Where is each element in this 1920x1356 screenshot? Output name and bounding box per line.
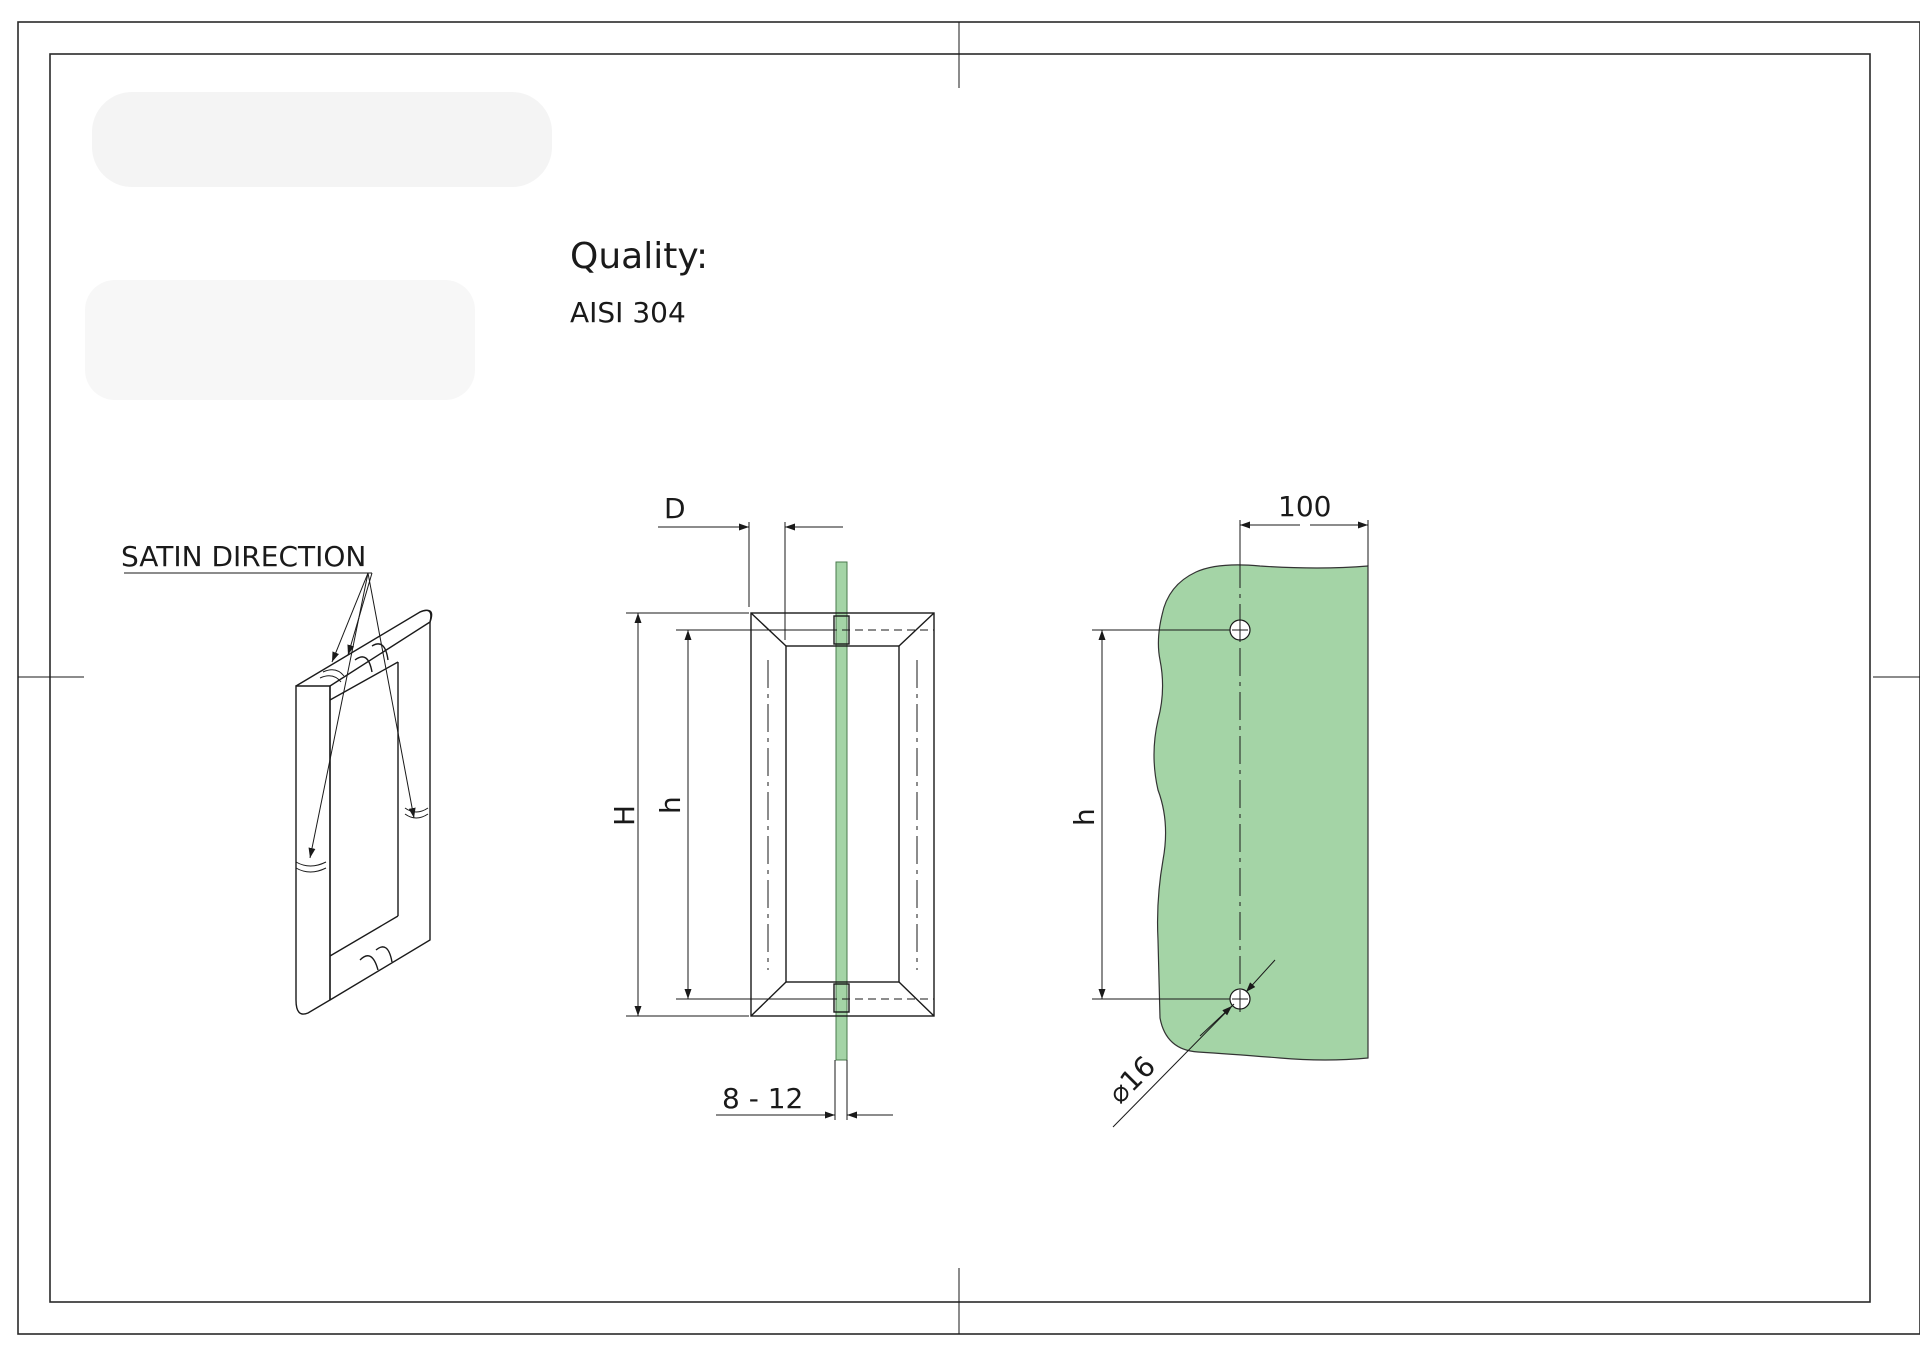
dim-h-glass-label: h [1068,808,1101,826]
dim-D-label: D [664,492,686,525]
dim-hole-diameter-label: ⌀16 [1102,1049,1162,1109]
drawing-border [17,21,1920,1335]
dim-h-side-label: h [654,796,687,814]
quality-heading: Quality: [570,236,708,277]
glass-drilling-view: 100 h ⌀16 [1068,490,1369,1128]
dim-glass-thickness-label: 8 - 12 [722,1082,803,1115]
dim-H-label: H [608,805,641,826]
dim-offset-label: 100 [1278,490,1331,523]
satin-direction-label: SATIN DIRECTION [121,540,366,573]
glass-panel [1153,564,1369,1061]
isometric-handle-view: SATIN DIRECTION [121,540,433,1015]
quality-material: AISI 304 [570,296,686,329]
faded-logo [85,92,552,400]
side-view: D H h 8 - 12 [608,492,935,1120]
